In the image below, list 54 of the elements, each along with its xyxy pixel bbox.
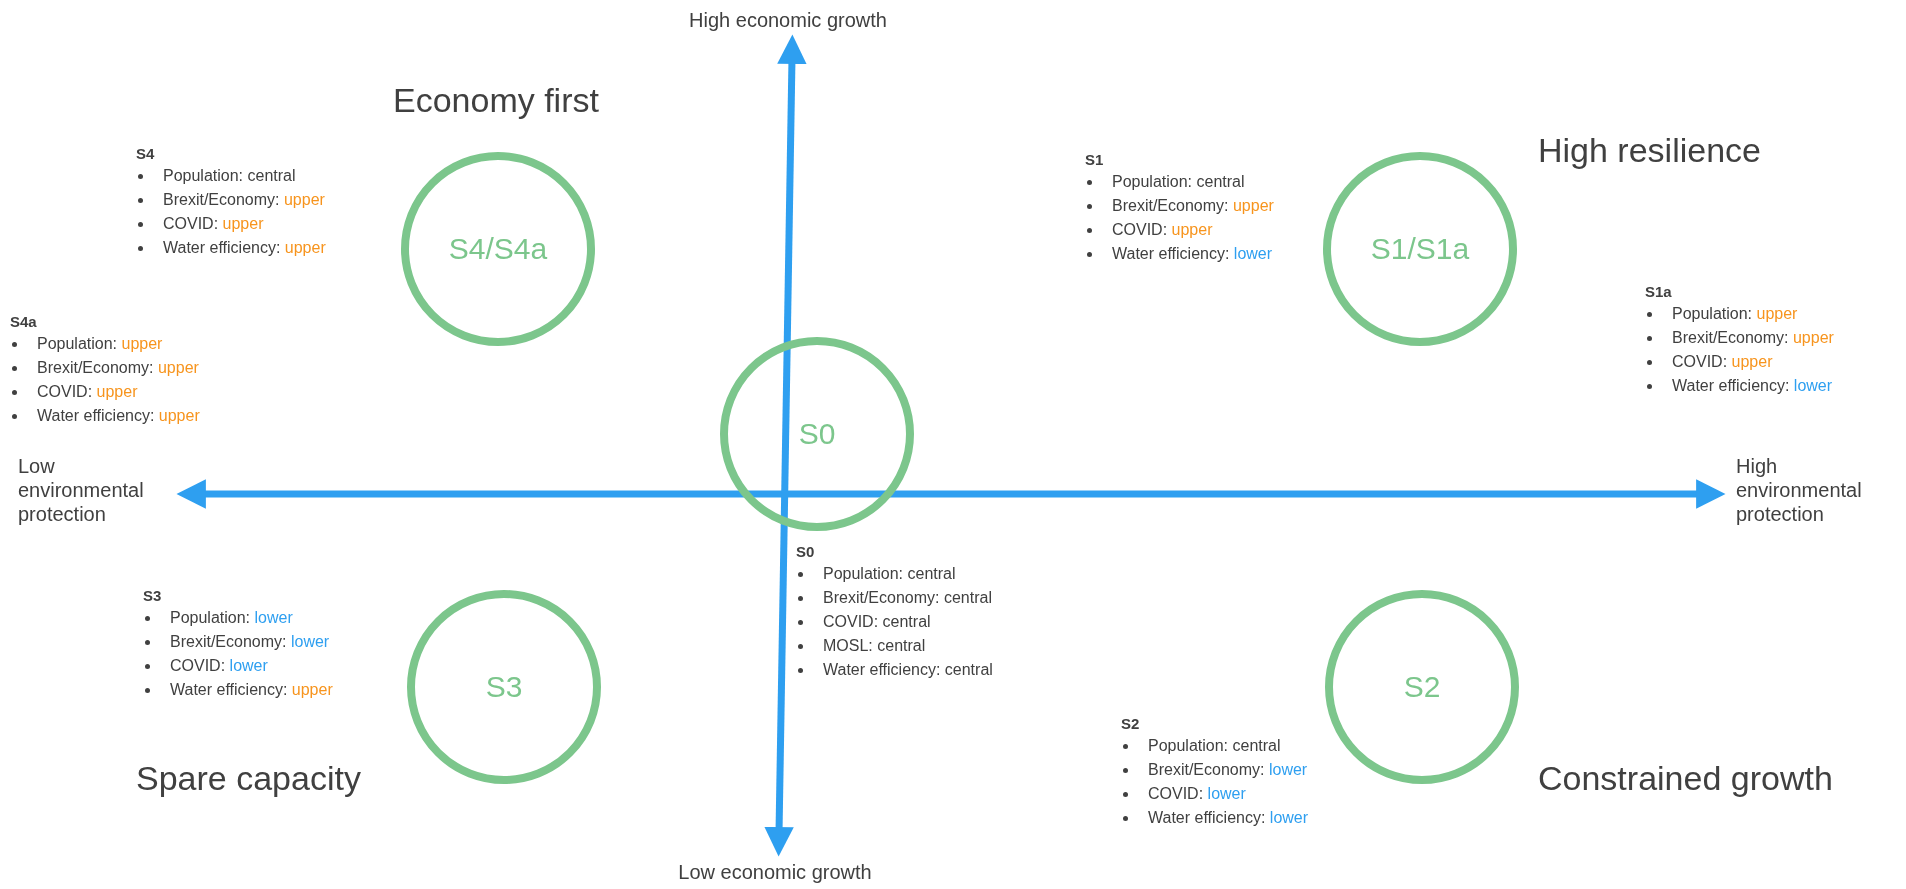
axis-label: Low environmental protection [18,454,145,526]
bullet-item: COVID: upper [136,212,326,236]
bullet-item: Population: lower [143,606,333,630]
bullet-item: COVID: lower [143,654,333,678]
bullet-item: Brexit/Economy: upper [1085,194,1274,218]
bullet-item: Water efficiency: lower [1645,374,1834,398]
bullet-item: COVID: upper [10,380,200,404]
scenario-circle [401,152,595,346]
bullet-item: Population: upper [1645,302,1834,326]
bullet-item: COVID: upper [1085,218,1274,242]
scenario-code: S2 [1403,670,1441,704]
scenario-code: S4/S4a [448,232,548,266]
bullet-item: Water efficiency: lower [1121,806,1309,830]
bullet-item: Water efficiency: lower [1085,242,1274,266]
bullet-item: Water efficiency: central [796,658,993,682]
scenario-code: S1/S1a [1370,232,1470,266]
scenario-code: S3 [485,670,523,704]
bullet-item: COVID: central [796,610,993,634]
bullet-item: Brexit/Economy: lower [1121,758,1309,782]
scenario-heading: S0 [796,542,816,562]
scenario-circle [1325,590,1519,784]
bullet-item: COVID: lower [1121,782,1309,806]
bullet-item: Brexit/Economy: upper [1645,326,1834,350]
axis-label: Low economic growth [678,860,872,884]
bullet-item: COVID: upper [1645,350,1834,374]
quadrant-title: High resilience [1538,130,1761,171]
bullet-item: Brexit/Economy: upper [10,356,200,380]
bullet-item: Brexit/Economy: central [796,586,993,610]
quadrant-title: Economy first [393,80,599,121]
bullet-item: Water efficiency: upper [10,404,200,428]
bullet-item: Population: central [796,562,993,586]
scenario-heading: S4a [10,312,38,332]
scenario-heading: S3 [143,586,163,606]
scenario-code: S0 [798,417,836,451]
bullet-item: MOSL: central [796,634,993,658]
axis-label: High environmental protection [1736,454,1863,526]
quadrant-title: Spare capacity [136,758,361,799]
bullet-item: Population: central [1085,170,1274,194]
bullet-item: Population: upper [10,332,200,356]
scenario-circle [720,337,914,531]
quadrant-title: Constrained growth [1538,758,1833,799]
scenario-circle [1323,152,1517,346]
scenario-heading: S1a [1645,282,1673,302]
bullet-item: Brexit/Economy: upper [136,188,326,212]
bullet-item: Brexit/Economy: lower [143,630,333,654]
bullet-item: Population: central [136,164,326,188]
bullet-item: Population: central [1121,734,1309,758]
bullet-item: Water efficiency: upper [136,236,326,260]
axis-label: High economic growth [689,8,887,32]
scenario-circle [407,590,601,784]
scenario-heading: S1 [1085,150,1105,170]
scenario-heading: S4 [136,144,156,164]
bullet-item: Water efficiency: upper [143,678,333,702]
scenario-heading: S2 [1121,714,1141,734]
